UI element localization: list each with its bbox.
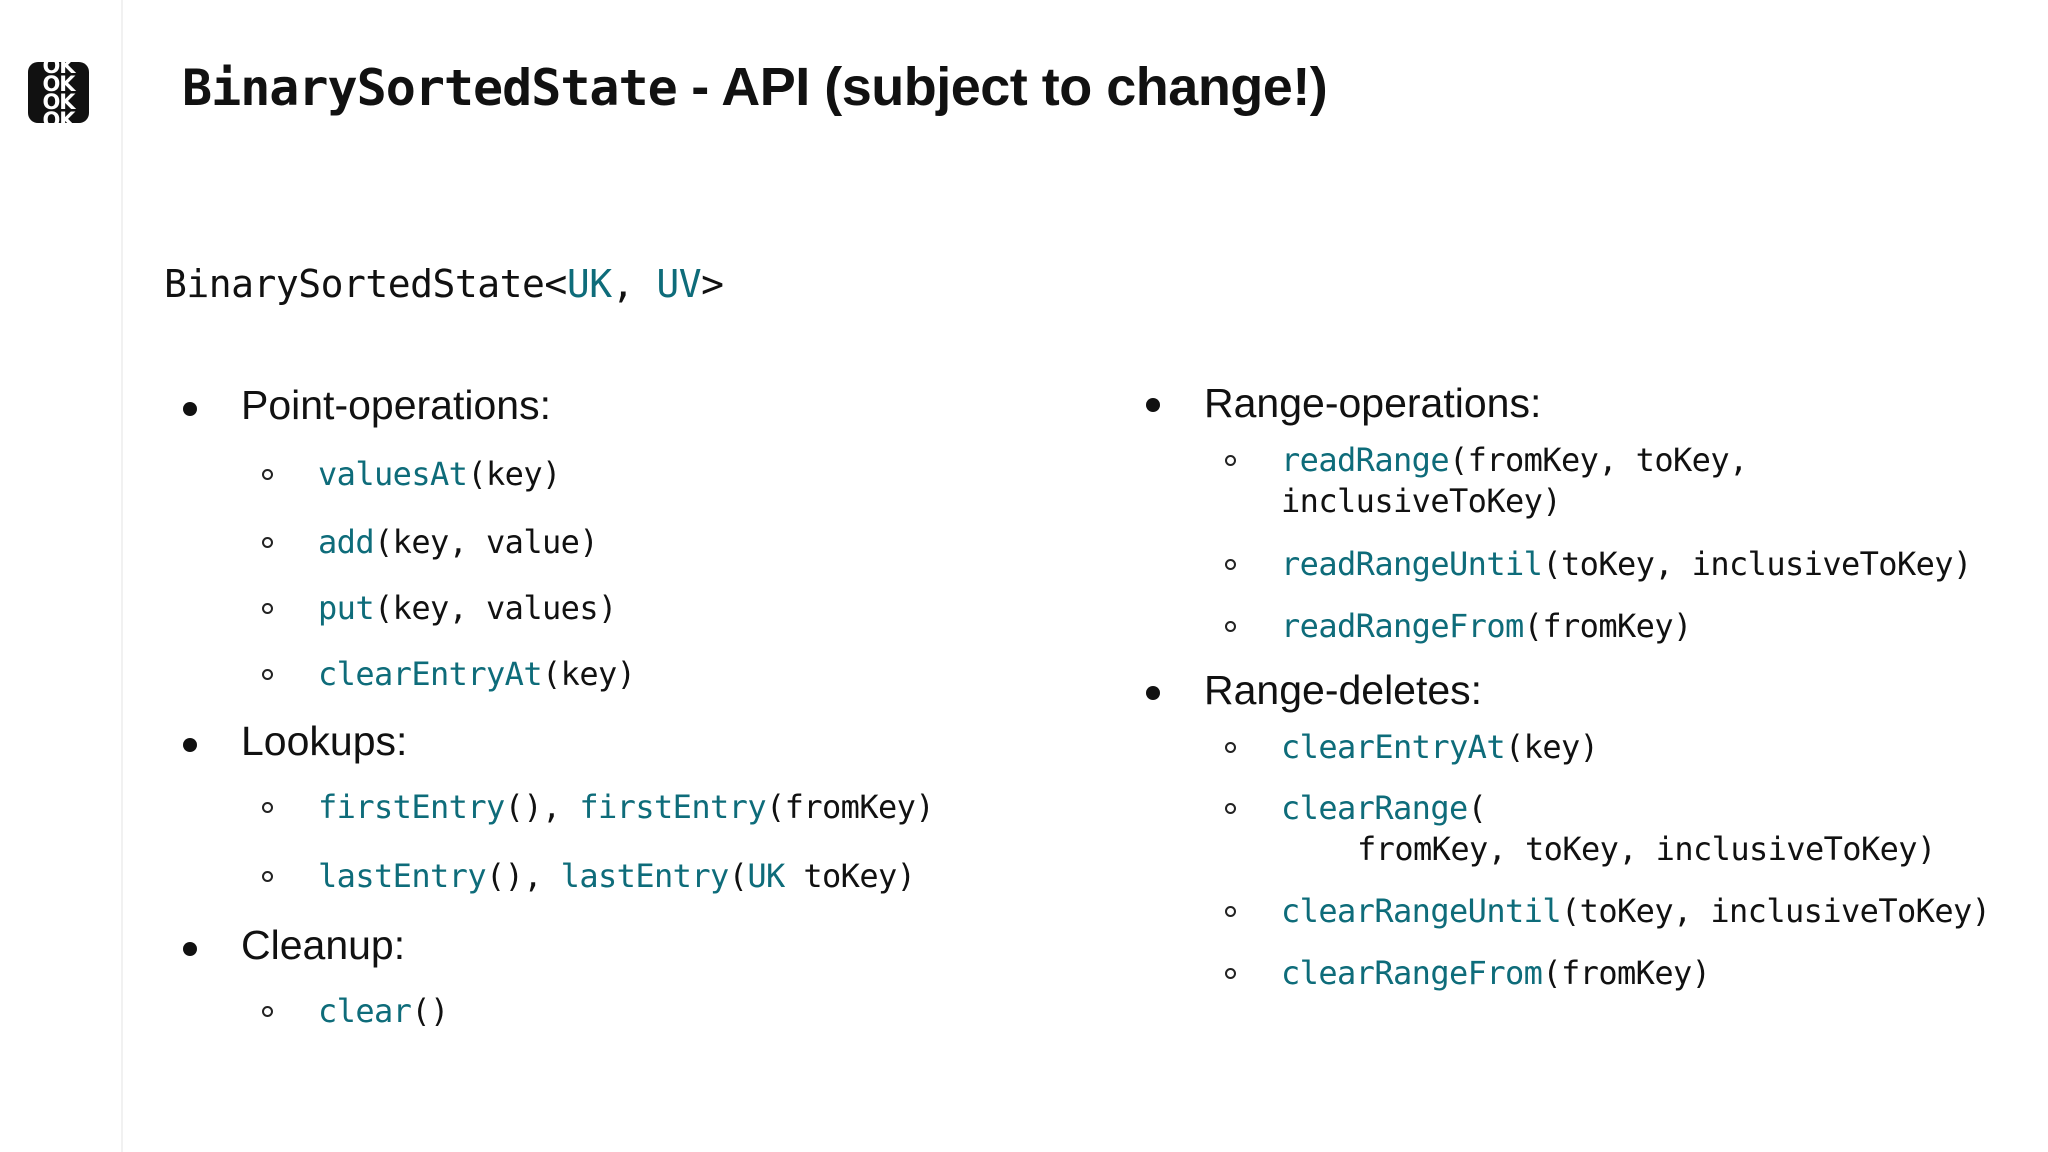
function-args: (key): [542, 655, 636, 693]
heading-range-operations: Range-operations:: [1204, 380, 1542, 426]
function-name: lastEntry: [318, 857, 487, 895]
list-item: readRangeUntil(toKey, inclusiveToKey): [1281, 545, 1972, 583]
function-name: readRangeFrom: [1281, 607, 1524, 645]
sub-bullet-icon: [1225, 621, 1236, 632]
sub-bullet-icon: [262, 469, 273, 480]
sub-bullet-icon: [262, 537, 273, 548]
function-name: lastEntry: [560, 857, 730, 895]
function-args: (toKey, inclusiveToKey): [1542, 545, 1972, 583]
list-item-continuation: fromKey, toKey, inclusiveToKey): [1357, 830, 1936, 868]
function-name: readRange: [1281, 441, 1450, 479]
signature-close: >: [701, 262, 724, 306]
type-signature: BinarySortedState<UK, UV>: [164, 262, 724, 306]
logo-line: OK: [42, 89, 75, 114]
list-item: readRange(fromKey, toKey,: [1281, 441, 1748, 479]
title-text: - API (subject to change!): [676, 57, 1328, 117]
sub-bullet-icon: [1225, 559, 1236, 570]
list-item: clear(): [318, 992, 449, 1030]
signature-type-key: UK: [566, 262, 612, 306]
list-item: clearEntryAt(key): [1281, 728, 1599, 766]
list-item: valuesAt(key): [318, 455, 561, 493]
sub-bullet-icon: [262, 603, 273, 614]
title-code: BinarySortedState: [182, 59, 678, 117]
logo-line: OK: [42, 62, 75, 78]
function-args: (fromKey, toKey,: [1449, 441, 1748, 479]
type-name: UK: [747, 857, 785, 895]
signature-separator: ,: [611, 262, 657, 306]
list-item: clearRangeFrom(fromKey): [1281, 954, 1711, 992]
sidebar-divider: [121, 0, 123, 1152]
bullet-icon: [1146, 398, 1160, 412]
function-args: (key, value): [374, 523, 599, 561]
function-name: put: [318, 589, 375, 627]
sub-bullet-icon: [1225, 803, 1236, 814]
logo-line: OK: [42, 107, 75, 123]
function-args: (toKey, inclusiveToKey): [1561, 892, 1991, 930]
list-item: lastEntry(), lastEntry(UK toKey): [318, 857, 916, 895]
function-args: (),: [504, 788, 580, 826]
function-name: valuesAt: [318, 455, 468, 493]
heading-range-deletes: Range-deletes:: [1204, 667, 1483, 713]
sub-bullet-icon: [1225, 968, 1236, 979]
sub-bullet-icon: [1225, 455, 1236, 466]
list-item: clearEntryAt(key): [318, 655, 636, 693]
function-name: readRangeUntil: [1281, 545, 1543, 583]
function-args: (key): [1505, 728, 1599, 766]
list-item: readRangeFrom(fromKey): [1281, 607, 1692, 645]
sub-bullet-icon: [262, 669, 273, 680]
function-name: firstEntry: [579, 788, 767, 826]
function-name: clearEntryAt: [1281, 728, 1506, 766]
function-name: clearRangeUntil: [1281, 892, 1562, 930]
list-item: put(key, values): [318, 589, 617, 627]
list-item: firstEntry(), firstEntry(fromKey): [318, 788, 935, 826]
signature-name: BinarySortedState<: [164, 262, 567, 306]
heading-point-operations: Point-operations:: [241, 382, 551, 428]
page-title: BinarySortedState - API (subject to chan…: [182, 56, 1328, 118]
bullet-icon: [183, 738, 197, 752]
heading-cleanup: Cleanup:: [241, 922, 406, 968]
ok-logo-icon: OK OK OK OK: [28, 62, 89, 123]
signature-type-value: UV: [656, 262, 702, 306]
function-name: clearEntryAt: [318, 655, 543, 693]
list-item: clearRange(: [1281, 789, 1487, 827]
function-args: toKey): [784, 857, 916, 895]
sub-bullet-icon: [262, 1006, 273, 1017]
heading-lookups: Lookups:: [241, 718, 408, 764]
bullet-icon: [183, 402, 197, 416]
function-args: (key): [467, 455, 561, 493]
function-args: (): [411, 992, 449, 1030]
sub-bullet-icon: [262, 802, 273, 813]
bullet-icon: [183, 942, 197, 956]
function-name: add: [318, 523, 375, 561]
function-args: (),: [486, 857, 561, 895]
function-name: clearRange: [1281, 789, 1468, 827]
logo-line: OK: [42, 71, 75, 96]
sub-bullet-icon: [1225, 742, 1236, 753]
bullet-icon: [1146, 686, 1160, 700]
function-name: clearRangeFrom: [1281, 954, 1543, 992]
function-args: (fromKey): [1523, 607, 1693, 645]
list-item: add(key, value): [318, 523, 599, 561]
function-args: (: [1467, 789, 1487, 827]
function-name: firstEntry: [318, 788, 505, 826]
function-args: (fromKey): [766, 788, 935, 826]
function-args: (: [728, 857, 748, 895]
function-name: clear: [318, 992, 412, 1030]
function-args: (key, values): [374, 589, 617, 627]
function-args: (fromKey): [1542, 954, 1711, 992]
list-item-continuation: inclusiveToKey): [1281, 482, 1562, 520]
sub-bullet-icon: [262, 871, 273, 882]
list-item: clearRangeUntil(toKey, inclusiveToKey): [1281, 892, 1991, 930]
sub-bullet-icon: [1225, 906, 1236, 917]
